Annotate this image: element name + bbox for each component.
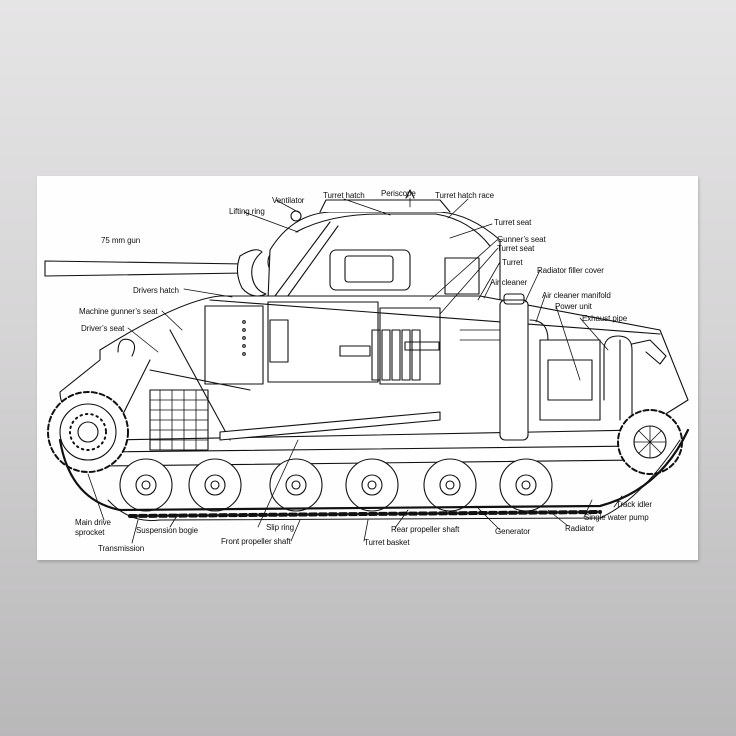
- label-periscope: Periscope: [381, 189, 416, 198]
- label-turret-seat-upper: Turret seat: [494, 218, 532, 227]
- ammo-rounds: [371, 329, 421, 381]
- label-lifting-ring: Lifting ring: [229, 207, 265, 216]
- label-turret-seat-lower: Turret seat: [497, 244, 535, 253]
- label-drivers-hatch: Drivers hatch: [133, 286, 179, 295]
- leader-lines: [87, 197, 623, 544]
- label-air-cleaner-manifold: Air cleaner manifold: [542, 291, 611, 300]
- hull-outline: [59, 293, 689, 451]
- label-drivers-seat: Driver’s seat: [81, 324, 125, 333]
- label-ventilator: Ventilator: [272, 196, 305, 205]
- label-turret-basket: Turret basket: [364, 538, 410, 547]
- label-rear-propeller-shaft: Rear propeller shaft: [391, 525, 460, 534]
- suspension: [99, 445, 641, 512]
- label-single-water-pump: Single water pump: [584, 513, 649, 522]
- label-75mm-gun: 75 mm gun: [101, 236, 141, 245]
- label-generator: Generator: [495, 527, 531, 536]
- label-main-drive-sprocket-line2: sprocket: [75, 528, 105, 537]
- label-power-unit: Power unit: [555, 302, 592, 311]
- track-idler: [617, 409, 683, 475]
- label-suspension-bogie: Suspension bogie: [136, 526, 199, 535]
- label-air-cleaner: Air cleaner: [490, 278, 528, 287]
- label-turret: Turret: [502, 258, 523, 267]
- label-turret-hatch-race: Turret hatch race: [435, 191, 494, 200]
- label-main-drive-sprocket-line1: Main drive: [75, 518, 111, 527]
- label-exhaust-pipe: Exhaust pipe: [582, 314, 628, 323]
- main-drive-sprocket: [47, 391, 129, 473]
- label-front-propeller-shaft: Front propeller shaft: [221, 537, 291, 546]
- label-machine-gunners-seat: Machine gunner’s seat: [79, 307, 158, 316]
- label-gunners-seat: Gunner’s seat: [497, 235, 546, 244]
- dots: [242, 320, 246, 356]
- label-transmission: Transmission: [98, 544, 145, 553]
- track: [58, 428, 690, 522]
- label-slip-ring: Slip ring: [266, 523, 295, 532]
- label-radiator: Radiator: [565, 524, 595, 533]
- turret-outline: [267, 189, 501, 301]
- label-turret-hatch: Turret hatch: [323, 191, 365, 200]
- label-radiator-filler-cover: Radiator filler cover: [537, 266, 604, 275]
- label-track-idler: Track idler: [616, 500, 652, 509]
